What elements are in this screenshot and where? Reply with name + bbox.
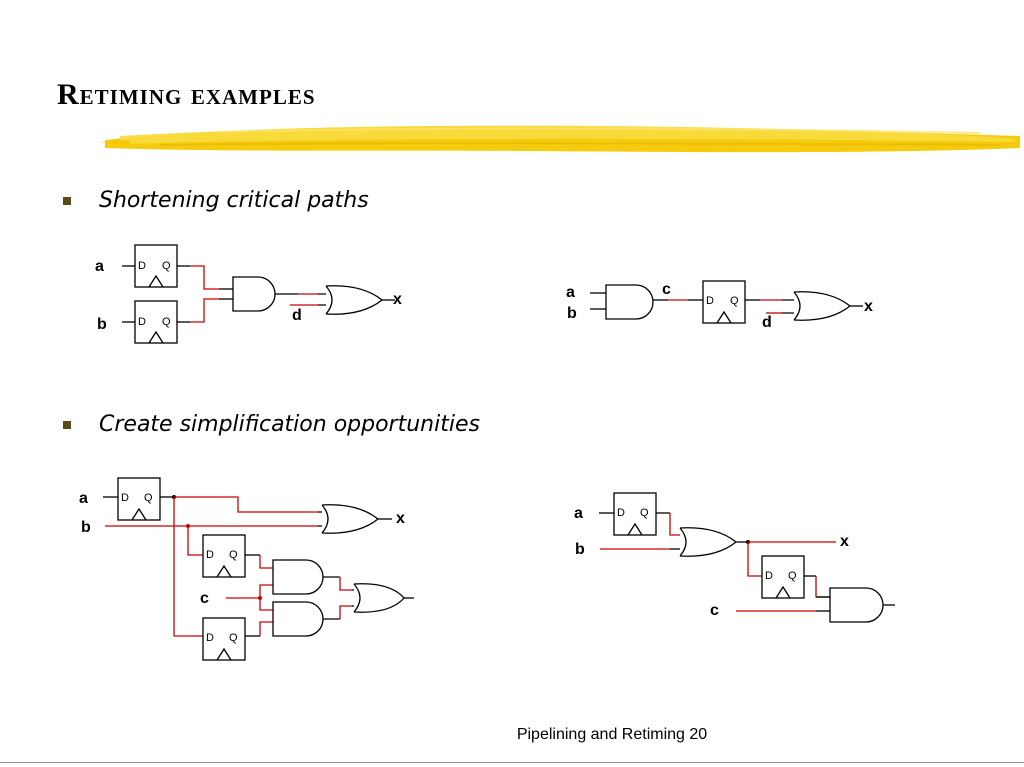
ff-d-label: D: [138, 316, 146, 328]
signal-label-c: c: [710, 602, 719, 619]
bullet-square-icon: [63, 196, 71, 205]
footer-text: Pipelining and Retiming 20: [516, 726, 708, 743]
ff-q-label: Q: [640, 507, 649, 519]
ff-d-label: D: [121, 492, 129, 504]
or-gate: [321, 504, 329, 534]
slide-footer: Pipelining and Retiming 20: [0, 726, 1024, 744]
or-gate: [679, 527, 687, 557]
signal-label-x: x: [393, 291, 402, 308]
bullet-2-text: Create simplification opportunities: [99, 412, 480, 437]
or-gate: [353, 583, 361, 613]
ff-d-label: D: [206, 632, 214, 644]
signal-label-b: b: [81, 519, 91, 536]
signal-label-x: x: [864, 298, 873, 315]
flipflop-b: D Q: [134, 300, 178, 344]
ff-d-label: D: [617, 507, 625, 519]
flipflop-a: D Q: [134, 244, 178, 288]
ex1-before-circuit: a b D Q D Q x d: [95, 244, 402, 344]
ff-q-label: Q: [730, 295, 739, 307]
ff-q-label: Q: [229, 549, 238, 561]
flipflop-a-copy: D Q: [202, 617, 246, 661]
ff-q-label: Q: [229, 632, 238, 644]
signal-label-b: b: [567, 305, 577, 322]
ff-q-label: Q: [788, 570, 797, 582]
slide-title: Retiming examples: [57, 78, 316, 111]
flipflop-x: D Q: [761, 555, 805, 599]
ex1-after-circuit: a b c D Q x d: [566, 280, 873, 331]
and-gate: [605, 284, 654, 320]
flipflop-a: D Q: [117, 477, 161, 521]
signal-label-a: a: [95, 258, 104, 275]
signal-label-x: x: [396, 510, 405, 527]
signal-label-a: a: [574, 505, 583, 522]
or-gate: [325, 285, 333, 315]
signal-label-c: c: [200, 590, 209, 607]
brush-stroke-divider: [100, 125, 1020, 153]
and-gate-top: [272, 559, 324, 595]
ex2-after-circuit: a b D Q x D Q c: [574, 492, 895, 623]
signal-label-x: x: [840, 533, 849, 550]
signal-label-a: a: [79, 490, 88, 507]
and-gate-bottom: [272, 601, 324, 637]
signal-label-d: d: [292, 307, 302, 324]
ex2-before-circuit: a b D Q x D Q D Q: [79, 477, 414, 661]
signal-label-b: b: [575, 541, 585, 558]
flipflop-a: D Q: [613, 492, 657, 536]
ff-q-label: Q: [162, 260, 171, 272]
ff-d-label: D: [138, 260, 146, 272]
ff-d-label: D: [765, 570, 773, 582]
bullet-square-icon: [63, 420, 71, 429]
footer-divider: [0, 762, 1024, 763]
circuit-diagrams: a b D Q D Q x d a b: [79, 244, 895, 661]
and-gate: [829, 587, 884, 623]
flipflop-b: D Q: [202, 534, 246, 578]
bullet-1: Shortening critical paths: [63, 188, 369, 213]
signal-label-a: a: [566, 284, 575, 301]
bullet-2: Create simplification opportunities: [63, 412, 480, 437]
ff-q-label: Q: [162, 316, 171, 328]
or-gate: [793, 291, 801, 321]
flipflop-c: D Q: [702, 280, 746, 324]
and-gate: [232, 276, 276, 312]
ff-d-label: D: [706, 295, 714, 307]
ff-d-label: D: [206, 549, 214, 561]
bullet-1-text: Shortening critical paths: [99, 188, 369, 213]
signal-label-d: d: [762, 314, 772, 331]
signal-label-c: c: [662, 281, 671, 298]
ff-q-label: Q: [144, 492, 153, 504]
signal-label-b: b: [97, 316, 107, 333]
